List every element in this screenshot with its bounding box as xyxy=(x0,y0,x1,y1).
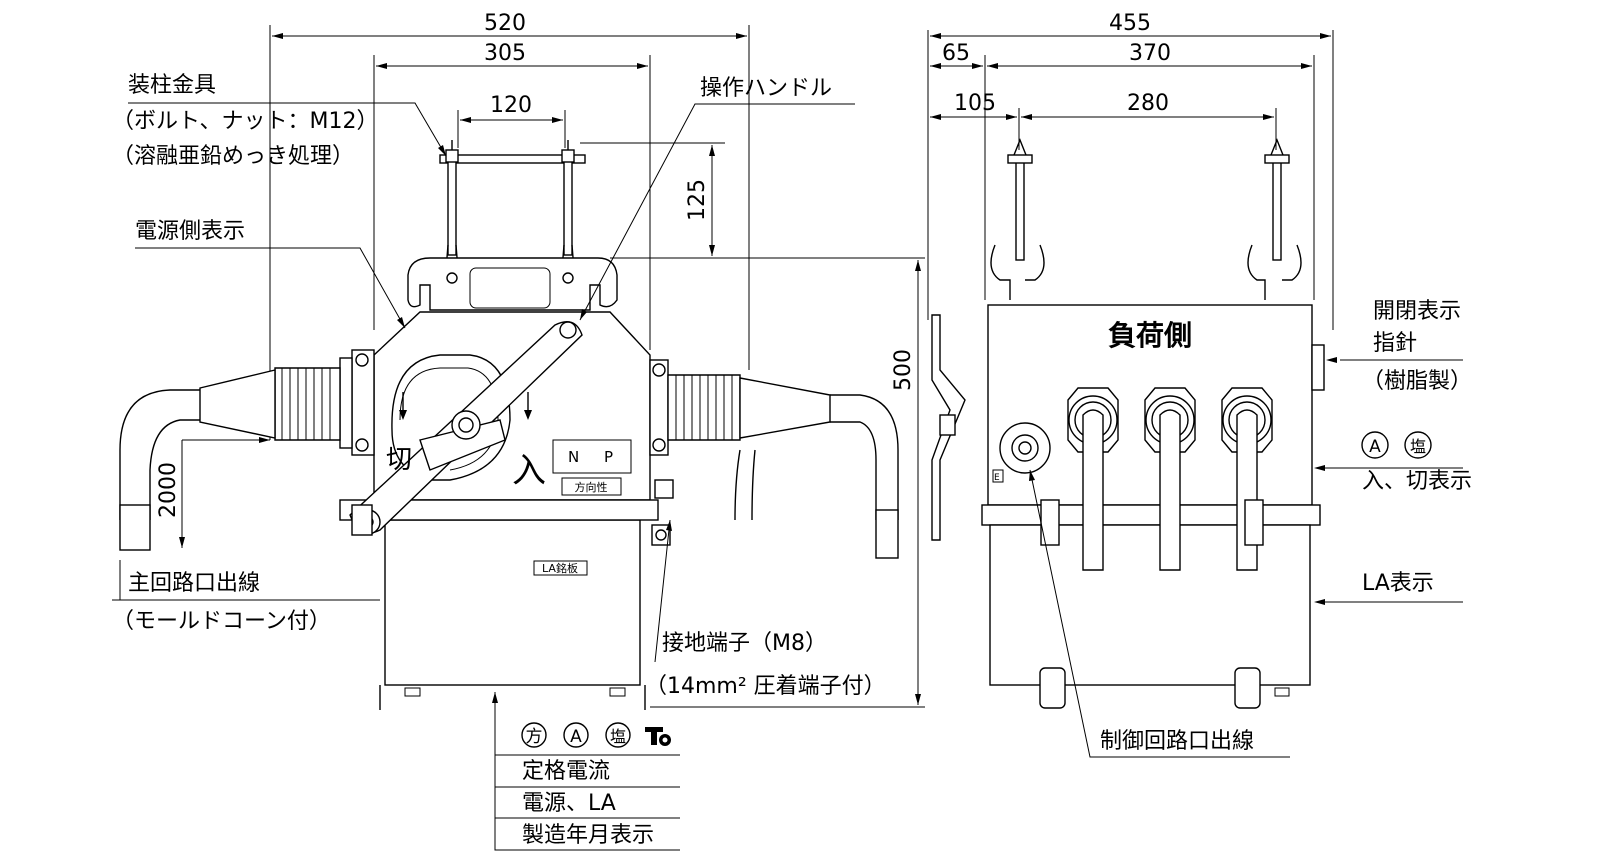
load-side-text: 負荷側 xyxy=(1108,319,1192,352)
side-view: 負荷側 E xyxy=(931,138,1325,709)
label-operating-handle: 操作ハンドル xyxy=(700,76,832,101)
label-source-side: 電源側表示 xyxy=(135,219,245,244)
label-on-off: 入、切表示 xyxy=(1362,469,1472,494)
la-box xyxy=(384,519,641,686)
label-pole-bracket-bolt: （ボルト、ナット：M12） xyxy=(112,109,379,134)
load-bushings xyxy=(1067,387,1273,571)
dim-65: 65 xyxy=(942,41,970,66)
label-open-close: 開閉表示 xyxy=(1373,299,1461,324)
dim-370: 370 xyxy=(1129,41,1171,66)
label-pole-bracket: 装柱金具 xyxy=(128,73,216,98)
label-rated-current: 定格電流 xyxy=(522,759,610,784)
rating-leader xyxy=(494,692,680,851)
label-main-lead: 主回路口出線 xyxy=(128,571,260,596)
label-control-lead: 制御回路口出線 xyxy=(1100,729,1254,754)
dim-305: 305 xyxy=(484,41,526,66)
side-mark-a: A xyxy=(1369,437,1381,457)
dim-455: 455 xyxy=(1109,11,1151,36)
label-molded-cone: （モールドコーン付） xyxy=(112,609,331,634)
wheel-left xyxy=(1039,667,1066,709)
label-pointer: 指針 xyxy=(1373,331,1417,356)
side-mark-salt: 塩 xyxy=(1410,437,1426,456)
side-la-box xyxy=(989,524,1311,686)
dim-2000: 2000 xyxy=(156,462,181,518)
on-mark: 入 xyxy=(512,451,546,491)
rating-mark-1: 方 xyxy=(526,727,543,747)
dim-125: 125 xyxy=(685,179,710,221)
rating-mark-3: 塩 xyxy=(610,727,626,746)
la-plate-text: LA銘板 xyxy=(542,561,578,575)
dim-520: 520 xyxy=(484,11,526,36)
front-labels: 装柱金具 （ボルト、ナット：M12） （溶融亜鉛めっき処理） 電源側表示 操作ハ… xyxy=(112,73,886,851)
label-pole-bracket-finish: （溶融亜鉛めっき処理） xyxy=(112,144,354,169)
np-n: N xyxy=(568,448,579,466)
rating-mark-2: A xyxy=(570,727,582,747)
dim-280: 280 xyxy=(1127,91,1169,116)
dim-105: 105 xyxy=(954,91,996,116)
pole-bracket xyxy=(439,140,586,271)
label-source-la: 電源、LA xyxy=(522,791,616,816)
np-p: P xyxy=(604,448,613,466)
np-plate xyxy=(552,439,632,474)
dim-120: 120 xyxy=(490,93,532,118)
maker-logo xyxy=(645,727,671,746)
label-crimp: （14mm² 圧着端子付） xyxy=(645,674,886,699)
front-view: 入 切 N P 方向性 LA銘板 xyxy=(119,140,899,710)
label-ground-terminal: 接地端子（M8） xyxy=(662,631,827,656)
label-resin: （樹脂製） xyxy=(1362,369,1472,394)
front-dimensions: 520 305 120 125 500 2000 xyxy=(156,11,925,708)
wheel-right xyxy=(1234,667,1261,709)
direction-plate xyxy=(561,477,622,496)
off-mark: 切 xyxy=(386,445,412,475)
earth-mark: E xyxy=(994,473,1000,483)
top-hanger xyxy=(407,257,618,311)
right-bellows xyxy=(667,374,741,441)
pointer-box xyxy=(1311,344,1325,391)
dim-500: 500 xyxy=(891,349,916,391)
label-la-indicator: LA表示 xyxy=(1362,571,1434,596)
side-labels: 開閉表示 指針 （樹脂製） A 塩 入、切表示 LA表示 制御回路口出線 xyxy=(1029,299,1472,758)
la-nameplate xyxy=(533,560,588,576)
direction-text: 方向性 xyxy=(575,480,608,494)
side-dimensions: 455 65 370 105 280 xyxy=(927,11,1334,330)
label-manufacture-date: 製造年月表示 xyxy=(522,823,654,848)
